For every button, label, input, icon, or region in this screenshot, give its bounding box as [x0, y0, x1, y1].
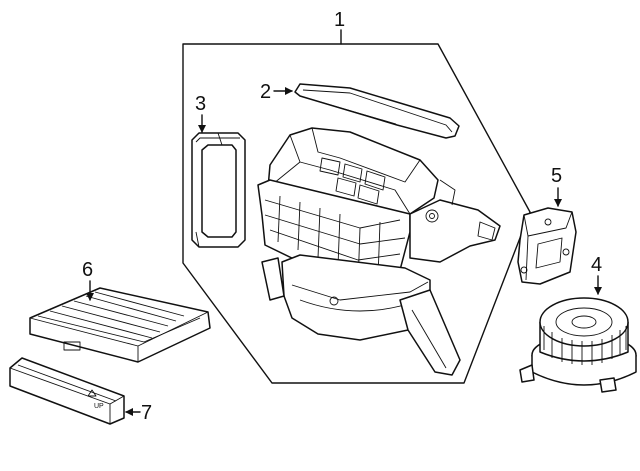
callout-6-label: 6 — [82, 259, 93, 281]
part-7-filter-cover: UP — [9, 357, 125, 425]
blower-housing — [257, 127, 501, 376]
part-6-cabin-filter — [29, 287, 211, 363]
callout-1-label: 1 — [334, 9, 345, 31]
filter-up-marking: UP — [94, 403, 104, 410]
callout-7-label: 7 — [141, 402, 152, 424]
part-3-seal-frame — [191, 132, 246, 248]
callout-4-label: 4 — [591, 254, 602, 276]
callout-3-label: 3 — [195, 93, 206, 115]
part-5-resistor — [517, 207, 577, 285]
part-2-seal-strip — [294, 83, 460, 139]
assembly-boundary — [182, 43, 531, 384]
part-4-blower-motor — [519, 297, 637, 393]
callout-2-label: 2 — [260, 81, 271, 103]
callout-5-label: 5 — [551, 165, 562, 187]
